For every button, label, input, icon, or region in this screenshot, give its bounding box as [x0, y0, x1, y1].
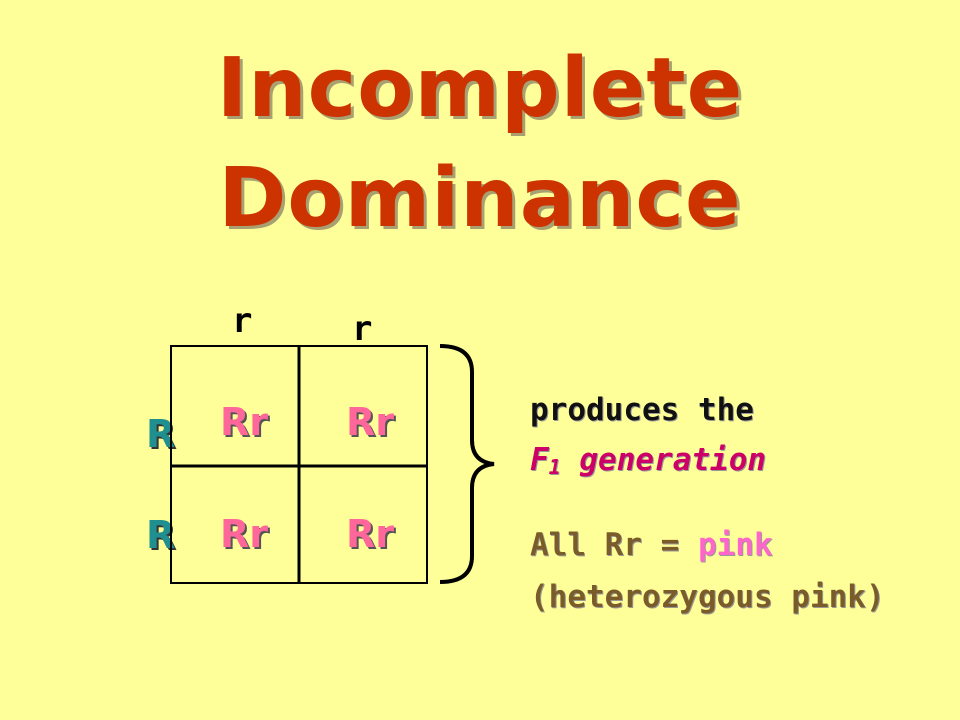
- column-allele-2: r: [352, 309, 373, 349]
- punnett-cell-2-2: Rr: [346, 512, 395, 556]
- column-allele-1: r: [232, 301, 253, 341]
- punnett-cell-1-1: Rr: [220, 400, 269, 444]
- result-color: pink: [697, 527, 773, 563]
- page-title-line1: Incomplete: [216, 41, 744, 136]
- f-label: F: [530, 442, 549, 478]
- result-text: All Rr = pink: [530, 530, 773, 561]
- page-title-line2: Dominance: [218, 151, 742, 246]
- produces-the-text: produces the: [530, 392, 754, 428]
- brace: [439, 344, 495, 584]
- punnett-cell-1-2: Rr: [346, 400, 395, 444]
- result-detail: (heterozygous pink): [530, 579, 885, 615]
- f-rest: generation: [560, 442, 767, 478]
- f1-generation-text: F1 generation: [530, 442, 767, 479]
- f-subscript: 1: [548, 455, 561, 479]
- punnett-cell-2-1: Rr: [220, 512, 269, 556]
- result-prefix: All Rr =: [530, 527, 698, 563]
